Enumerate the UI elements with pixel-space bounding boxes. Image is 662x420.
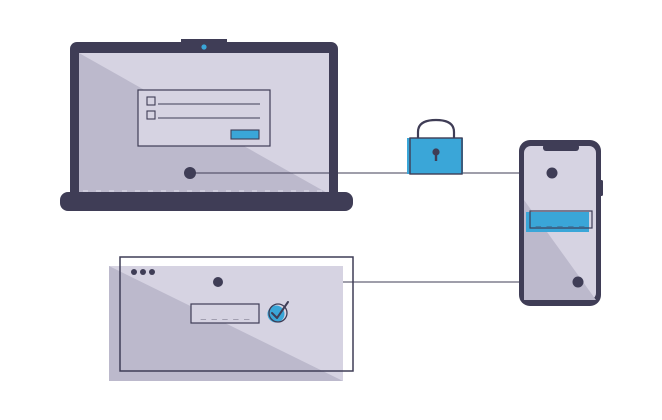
laptop-base: [60, 192, 353, 211]
login-submit-button[interactable]: [230, 129, 260, 140]
phone-input-placeholder: _ _ _ _ _: [536, 218, 585, 228]
window-dot-3[interactable]: [149, 269, 155, 275]
browser-window-frame: [119, 256, 354, 372]
check-circle-outline: [268, 303, 288, 323]
laptop-webcam-housing: [181, 39, 227, 47]
window-dot-1[interactable]: [131, 269, 137, 275]
node-phone-upper: [546, 167, 558, 179]
node-phone-lower: [572, 276, 584, 288]
laptop-login-form: [137, 89, 271, 147]
laptop-webcam: [201, 44, 207, 50]
padlock-keyhole-slot: [434, 152, 438, 161]
browser-input-field[interactable]: [190, 303, 260, 324]
node-browser: [213, 277, 223, 287]
login-checkbox-2[interactable]: [146, 110, 156, 120]
check-circle-fill: [267, 305, 285, 323]
check-mark: [271, 301, 289, 319]
browser-input-placeholder: _ _ _ _ _: [201, 311, 250, 321]
phone-notch: [543, 144, 579, 151]
browser-window: _ _ _ _ _: [109, 256, 354, 381]
phone-input-highlight: [526, 212, 589, 232]
window-control-dots: [131, 269, 155, 275]
padlock-body-outline: [409, 137, 463, 175]
login-checkbox-1[interactable]: [146, 96, 156, 106]
phone-input-field[interactable]: [529, 210, 593, 229]
check-circle-icon: [267, 301, 289, 323]
phone: _ _ _ _ _: [519, 140, 603, 306]
laptop: [60, 39, 353, 211]
window-dot-2[interactable]: [140, 269, 146, 275]
padlock-shackle: [416, 118, 456, 138]
padlock-icon: [407, 118, 463, 175]
node-laptop: [184, 167, 196, 179]
